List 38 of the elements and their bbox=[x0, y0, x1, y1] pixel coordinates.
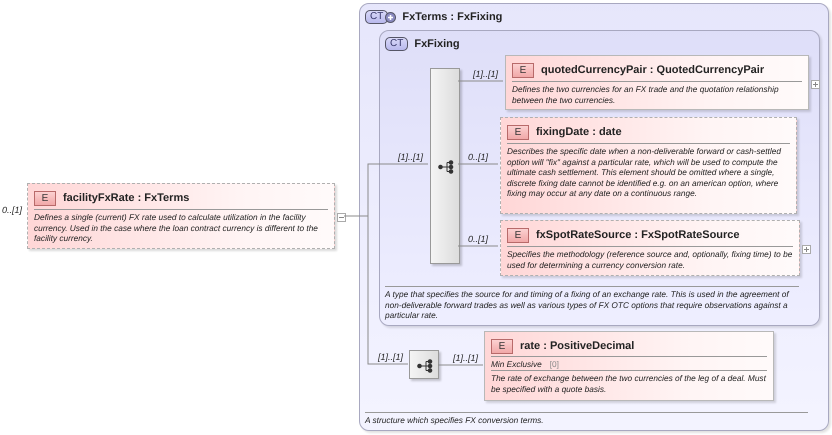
element-badge: E bbox=[34, 190, 56, 206]
element-box bbox=[484, 331, 774, 401]
description-text: A structure which specifies FX conversion terms. bbox=[365, 412, 808, 426]
connector-line bbox=[458, 80, 504, 82]
cardinality-label: 0..[1] bbox=[468, 152, 488, 162]
sequence-compositor bbox=[409, 350, 439, 379]
type-badge: CT bbox=[385, 37, 408, 51]
element-box bbox=[500, 117, 797, 214]
type-name: FxFixing bbox=[414, 38, 460, 50]
cardinality-label: 0..[1] bbox=[468, 234, 488, 244]
facet-name: Min Exclusive bbox=[491, 359, 542, 369]
element-name: facilityFxRate : FxTerms bbox=[63, 192, 190, 204]
cardinality-label: [1]..[1] bbox=[473, 69, 498, 79]
sequence-compositor bbox=[430, 68, 460, 264]
element-name: rate : PositiveDecimal bbox=[520, 340, 634, 352]
type-name: FxTerms : FxFixing bbox=[402, 11, 502, 23]
cardinality-label: 0..[1] bbox=[2, 205, 22, 215]
complex-type-panel bbox=[379, 30, 820, 326]
description-text: The rate of exchange between the two currencies of the leg of a deal. Must be specified with a quote basis. bbox=[491, 370, 767, 394]
complex-type-panel bbox=[359, 3, 829, 431]
element-badge: E bbox=[512, 62, 534, 78]
description-text: Defines the two currencies for an FX trade and the quotation relationship between the two currencies. bbox=[512, 81, 802, 105]
element-badge: E bbox=[507, 228, 529, 242]
cardinality-label: [1]..[1] bbox=[378, 352, 404, 362]
element-name: fxSpotRateSource : FxSpotRateSource bbox=[536, 229, 740, 241]
connector-line bbox=[438, 364, 484, 366]
cardinality-label: [1]..[1] bbox=[453, 353, 478, 363]
type-badge: CT bbox=[365, 10, 388, 24]
element-name: fixingDate : date bbox=[536, 126, 622, 138]
description-text: Defines a single (current) FX rate used to calculate utilization in the facility currency. Used in the case where the loan contract currency is different to the facility currency. bbox=[34, 209, 328, 244]
element-name: quotedCurrencyPair : QuotedCurrencyPair bbox=[541, 64, 764, 76]
cardinality-label: [1]..[1] bbox=[398, 152, 424, 162]
description-text: Specifies the methodology (reference source and, optionally, fixing time) to be used for determining a currency conversion rate. bbox=[507, 246, 793, 270]
element-badge: E bbox=[507, 124, 529, 140]
facet-value: [0] bbox=[550, 359, 559, 369]
description-text: Describes the specific date when a non-deliverable forward or cash-settled option will "fix" against a particular rate, which will be used to compute the ultimate cash settlement. This element should be omitted where a single, discrete fixing date cannot be identified e.g. on an american option, where fixing may occur at any date on a continuous range. bbox=[507, 143, 790, 198]
description-text: A type that specifies the source for and timing of a fixing of an exchange rate. This is used in the agreement of non-deliverable forward trades as well as various types of FX OTC options that require observations against a particular rate. bbox=[385, 286, 799, 320]
element-badge: E bbox=[491, 338, 513, 354]
